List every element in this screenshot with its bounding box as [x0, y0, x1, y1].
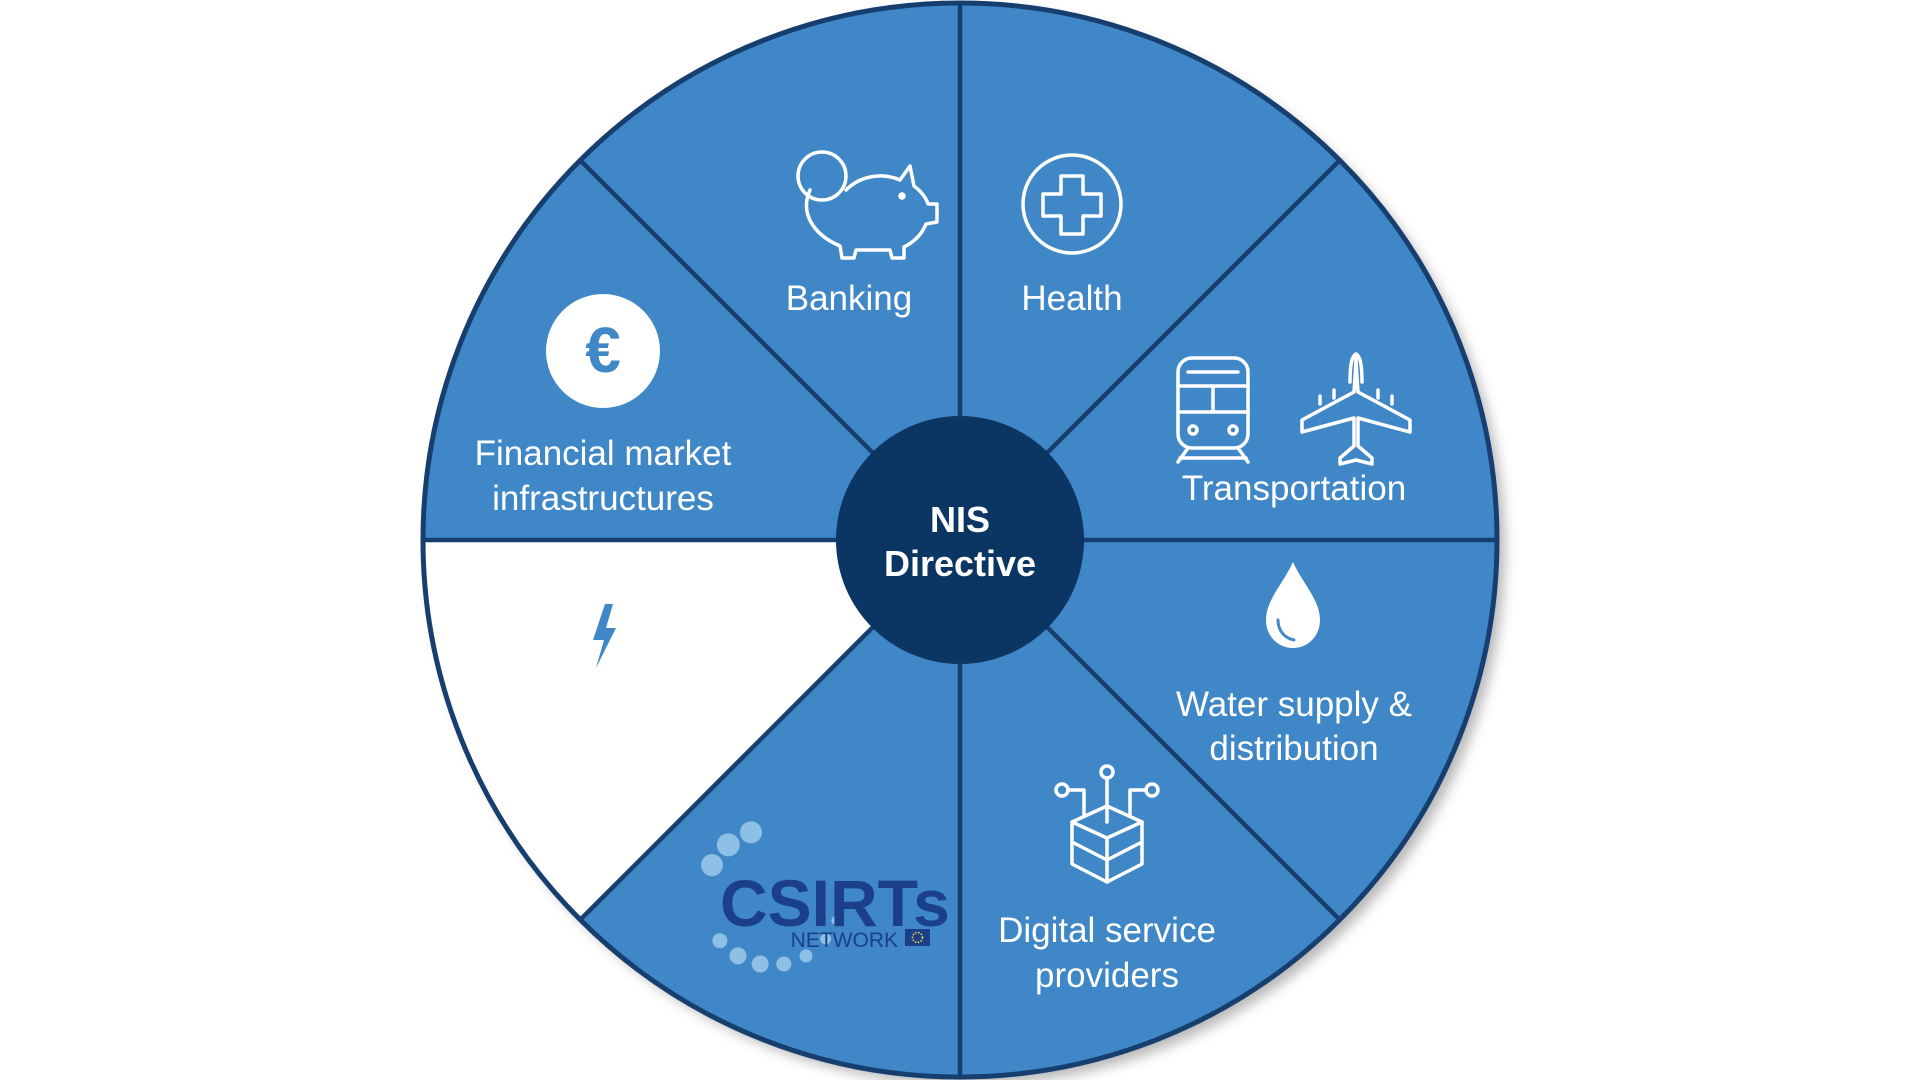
- logo-dot: [836, 882, 842, 889]
- logo-dot: [701, 854, 723, 877]
- label-digital-line1: Digital service: [998, 911, 1216, 950]
- label-financial-line1: Financial market: [475, 434, 732, 473]
- logo-dot: [776, 956, 792, 972]
- label-digital-line2: providers: [1035, 956, 1179, 995]
- label-water-line2: distribution: [1209, 729, 1378, 768]
- center-label-line1: NIS: [930, 499, 990, 540]
- euro-symbol: €: [585, 314, 621, 386]
- logo-dot: [751, 955, 769, 973]
- eu-flag-stars: [911, 931, 924, 944]
- label-transportation: Transportation: [1182, 469, 1406, 508]
- label-financial-line2: infrastructures: [492, 479, 714, 518]
- eu-flag-icon: [905, 929, 930, 946]
- segment-banking[interactable]: [960, 2, 1340, 540]
- logo-dot: [712, 933, 728, 949]
- logo-dot: [820, 933, 832, 945]
- train-icon: [1176, 356, 1250, 464]
- label-banking: Banking: [786, 279, 912, 318]
- circuit-box-icon: [1054, 764, 1160, 884]
- logo-dot: [831, 915, 841, 925]
- center-label-line2: Directive: [884, 543, 1036, 584]
- wheel-segments: [423, 2, 1498, 1077]
- water-drop-icon: [1266, 562, 1320, 648]
- logo-dot: [716, 833, 740, 857]
- label-health: Health: [1021, 279, 1122, 318]
- label-energy: Energy: [548, 743, 659, 782]
- logo-dot: [740, 821, 762, 844]
- csirts-logo-network: NETWORK: [791, 929, 898, 952]
- segment-transportation[interactable]: [960, 540, 1498, 920]
- segment-digital[interactable]: [580, 540, 960, 1077]
- medical-cross-icon: [1021, 153, 1123, 255]
- piggy-bank-icon: [796, 150, 939, 260]
- label-water-line1: Water supply &: [1176, 685, 1412, 724]
- csirts-logo-word: CSIRTs: [720, 866, 950, 940]
- wheel-rim: [420, 0, 1500, 1080]
- logo-dot: [729, 947, 747, 965]
- logo-dot: [799, 949, 813, 963]
- segment-energy[interactable]: [423, 160, 960, 540]
- segment-health[interactable]: [960, 160, 1497, 540]
- logo-dot: [836, 899, 844, 907]
- euro-coin-icon: €: [546, 294, 660, 408]
- center-hub[interactable]: [836, 416, 1084, 664]
- csirts-network-logo[interactable]: CSIRTs NETWORK: [701, 821, 950, 973]
- segment-financial[interactable]: [580, 3, 960, 540]
- lightning-bolt-icon: [549, 581, 657, 689]
- airplane-icon: [1300, 352, 1412, 466]
- segment-water[interactable]: [960, 540, 1340, 1077]
- logo-dots: [701, 821, 844, 973]
